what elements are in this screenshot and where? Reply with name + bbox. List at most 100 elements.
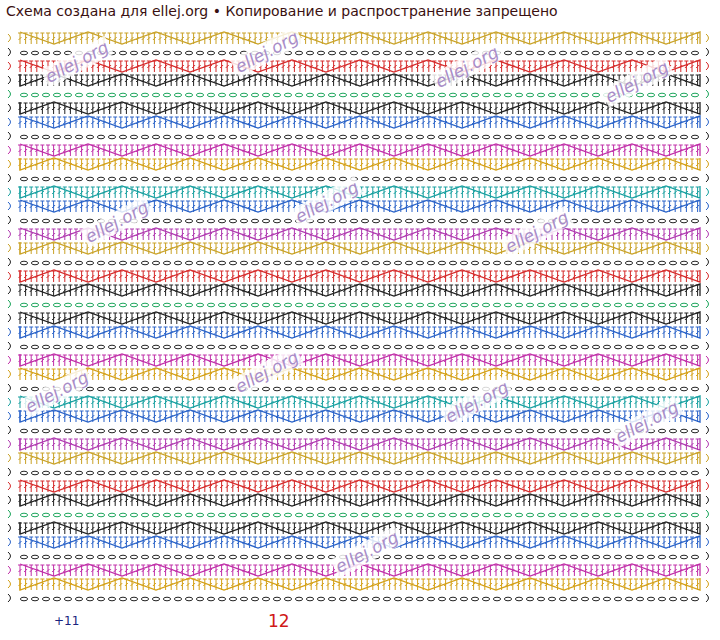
chain-stitch	[548, 387, 555, 391]
chain-stitch	[405, 345, 412, 349]
chain-stitch	[163, 513, 170, 517]
chain-stitch	[647, 555, 654, 559]
chain-stitch	[295, 387, 302, 391]
chain-stitch	[119, 555, 126, 559]
chain-stitch	[504, 471, 511, 475]
chain-stitch	[295, 345, 302, 349]
chain-stitch	[240, 345, 247, 349]
chain-stitch	[691, 429, 698, 433]
turning-mark	[8, 482, 11, 490]
chain-stitch	[515, 387, 522, 391]
chain-stitch	[592, 345, 599, 349]
turning-mark	[706, 496, 709, 504]
chain-stitch	[284, 429, 291, 433]
chain-stitch	[97, 513, 104, 517]
chain-stitch	[625, 555, 632, 559]
chain-stitch	[31, 429, 38, 433]
chain-stitch	[20, 387, 27, 391]
turning-mark	[706, 342, 709, 350]
chain-stitch	[438, 513, 445, 517]
chain-stitch	[416, 513, 423, 517]
chain-stitch	[229, 471, 236, 475]
chain-stitch	[130, 429, 137, 433]
chain-stitch	[537, 513, 544, 517]
chain-stitch	[306, 429, 313, 433]
chain-stitch	[207, 471, 214, 475]
chain-stitch	[108, 471, 115, 475]
chain-stitch	[185, 387, 192, 391]
chain-stitch	[405, 387, 412, 391]
chain-stitch	[262, 597, 269, 601]
chain-stitch	[658, 597, 665, 601]
chain-stitch	[405, 597, 412, 601]
chain-stitch	[163, 345, 170, 349]
chain-stitch	[306, 345, 313, 349]
chain-stitch	[86, 513, 93, 517]
chain-stitch	[570, 513, 577, 517]
chain-stitch	[64, 345, 71, 349]
chain-stitch	[339, 597, 346, 601]
chain-stitch	[31, 471, 38, 475]
chain-stitch	[229, 513, 236, 517]
chain-stitch	[174, 387, 181, 391]
chain-stitch	[75, 471, 82, 475]
chain-stitch	[350, 387, 357, 391]
chain-stitch	[130, 387, 137, 391]
chain-stitch	[361, 471, 368, 475]
chain-stitch	[449, 387, 456, 391]
chain-stitch	[581, 597, 588, 601]
stitch-rows	[8, 32, 709, 602]
chain-stitch	[471, 555, 478, 559]
chain-stitch	[449, 555, 456, 559]
chain-stitch	[20, 471, 27, 475]
chain-stitch	[493, 345, 500, 349]
chain-stitch	[372, 345, 379, 349]
chain-stitch	[394, 513, 401, 517]
chain-stitch	[438, 597, 445, 601]
chain-stitch	[218, 429, 225, 433]
chain-stitch	[163, 387, 170, 391]
chain-stitch	[482, 429, 489, 433]
chain-stitch	[460, 513, 467, 517]
chain-stitch	[691, 387, 698, 391]
chain-stitch	[559, 471, 566, 475]
chain-stitch	[185, 597, 192, 601]
turning-mark	[8, 440, 11, 448]
chain-stitch	[86, 555, 93, 559]
chain-stitch	[229, 345, 236, 349]
chain-stitch	[460, 429, 467, 433]
chain-stitch	[361, 387, 368, 391]
chain-stitch	[361, 597, 368, 601]
chain-stitch	[570, 429, 577, 433]
chain-stitch	[42, 555, 49, 559]
chain-stitch	[405, 471, 412, 475]
chain-stitch	[658, 387, 665, 391]
chain-stitch	[482, 597, 489, 601]
chain-stitch	[592, 555, 599, 559]
chain-stitch	[471, 513, 478, 517]
chain-stitch	[141, 429, 148, 433]
turning-mark	[706, 510, 709, 518]
chain-stitch	[108, 387, 115, 391]
chain-stitch	[394, 429, 401, 433]
chain-stitch	[372, 387, 379, 391]
chain-stitch	[218, 555, 225, 559]
chain-stitch	[350, 345, 357, 349]
chain-stitch	[64, 597, 71, 601]
chain-stitch	[251, 345, 258, 349]
chain-stitch	[504, 429, 511, 433]
chain-stitch	[636, 555, 643, 559]
chain-stitch	[647, 597, 654, 601]
chain-stitch	[537, 471, 544, 475]
chain-stitch	[163, 597, 170, 601]
chain-stitch	[691, 513, 698, 517]
chain-stitch	[284, 513, 291, 517]
chain-stitch	[394, 345, 401, 349]
chain-stitch	[471, 429, 478, 433]
chain-stitch	[295, 597, 302, 601]
chain-stitch	[174, 555, 181, 559]
chain-stitch	[658, 513, 665, 517]
chain-stitch	[691, 597, 698, 601]
chain-stitch	[636, 513, 643, 517]
chain-stitch	[669, 555, 676, 559]
